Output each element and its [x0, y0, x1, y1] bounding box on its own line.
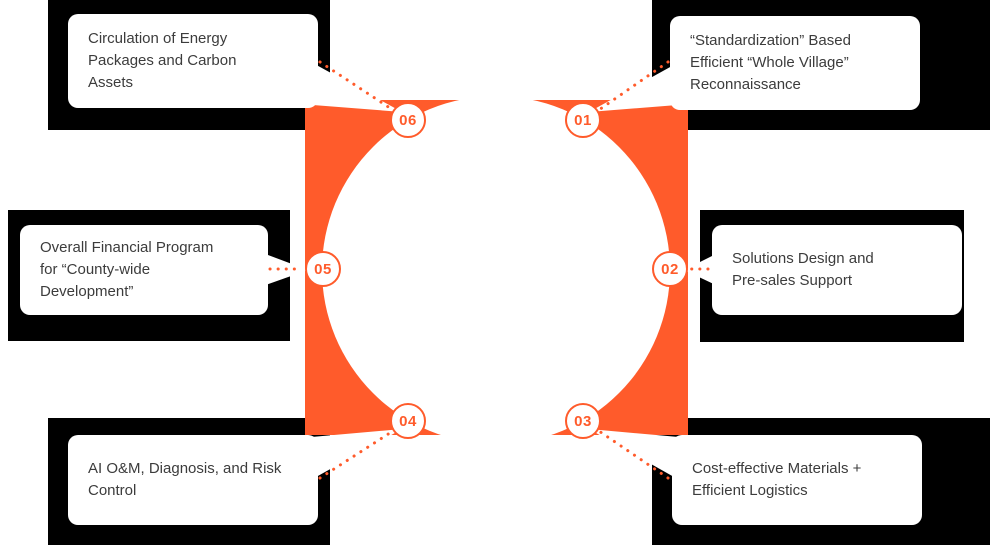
callout-card-04: AI O&M, Diagnosis, and Risk Control [68, 435, 318, 525]
callout-card-05: Overall Financial Program for “County-wi… [20, 225, 268, 315]
step-number-06: 06 [399, 111, 417, 129]
step-number-03: 03 [574, 412, 592, 430]
callout-text-05: Overall Financial Program for “County-wi… [40, 239, 214, 300]
step-number-02: 02 [661, 260, 679, 278]
callout-text-06: Circulation of Energy Packages and Carbo… [88, 30, 237, 91]
step-number-05: 05 [314, 260, 332, 278]
callout-card-01: “Standardization” Based Efficient “Whole… [670, 16, 920, 110]
callout-text-03: Cost-effective Materials + Efficient Log… [692, 460, 862, 499]
step-number-04: 04 [399, 412, 417, 430]
step-badge-03: 03 [565, 403, 601, 439]
step-badge-01: 01 [565, 102, 601, 138]
step-badge-02: 02 [652, 251, 688, 287]
step-number-01: 01 [574, 111, 592, 129]
dotted-connector-04 [318, 427, 398, 480]
callout-text-02: Solutions Design and Pre-sales Support [732, 250, 874, 289]
step-badge-04: 04 [390, 403, 426, 439]
central-circle [322, 96, 670, 444]
callout-card-02: Solutions Design and Pre-sales Support [712, 225, 962, 315]
callout-card-06: Circulation of Energy Packages and Carbo… [68, 14, 318, 108]
callout-card-03: Cost-effective Materials + Efficient Log… [672, 435, 922, 525]
step-badge-06: 06 [390, 102, 426, 138]
callout-text-01: “Standardization” Based Efficient “Whole… [690, 32, 851, 93]
callout-text-04: AI O&M, Diagnosis, and Risk Control [88, 460, 282, 499]
step-badge-05: 05 [305, 251, 341, 287]
